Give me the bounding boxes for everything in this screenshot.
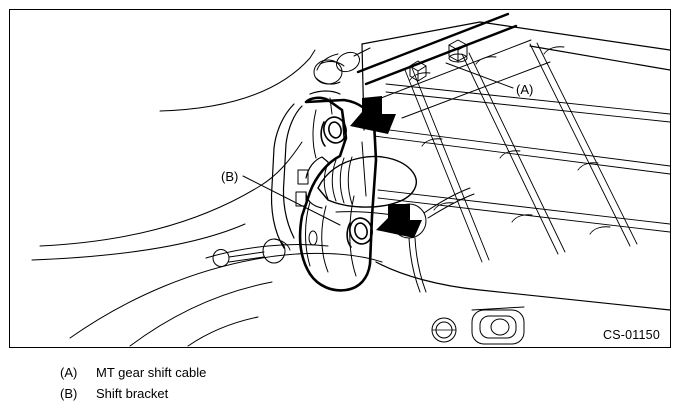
shift-bracket-inner-detail (305, 97, 367, 277)
legend-text-b: Shift bracket (96, 386, 169, 401)
cable-ball-joint (313, 47, 371, 85)
lower-bolt-head (431, 317, 457, 343)
callout-label-a: (A) (516, 82, 534, 97)
rounded-boss (471, 306, 525, 345)
legend-item-a: (A) MT gear shift cable (60, 366, 620, 387)
upper-bolt-heads (409, 39, 468, 82)
shift-cable-rods (356, 12, 518, 86)
bracket-grommet-lower (346, 217, 373, 248)
shift-bracket (298, 96, 378, 292)
rear-frame-bracket (270, 90, 341, 249)
leader-line-b (242, 175, 341, 226)
indicator-arrow-upper (350, 96, 396, 134)
bracket-grommet-upper (320, 116, 347, 147)
figure-id-label: CS-01150 (603, 327, 660, 342)
legend-key-b: (B) (60, 386, 78, 401)
lower-left-bosses (212, 238, 291, 267)
callout-label-b: (B) (221, 169, 239, 184)
figure-legend: (A) MT gear shift cable (B) Shift bracke… (60, 366, 620, 408)
transmission-shift-cable-illustration (31, 12, 670, 347)
body-panel-contours (31, 49, 383, 347)
indicator-arrow-lower (376, 204, 422, 238)
legend-key-a: (A) (60, 365, 78, 380)
legend-text-a: MT gear shift cable (96, 365, 207, 380)
cable-bellows-boot (317, 155, 417, 208)
cable-boot-collar (305, 156, 329, 209)
bracket-side-tabs (295, 169, 318, 246)
figure-panel: (A) (B) CS-01150 (9, 9, 671, 348)
shift-cable-rods-thin (380, 39, 551, 119)
case-circular-boss (335, 187, 475, 293)
legend-item-b: (B) Shift bracket (60, 387, 620, 408)
leader-line-a (445, 62, 514, 89)
transmission-case-outline (361, 21, 670, 311)
